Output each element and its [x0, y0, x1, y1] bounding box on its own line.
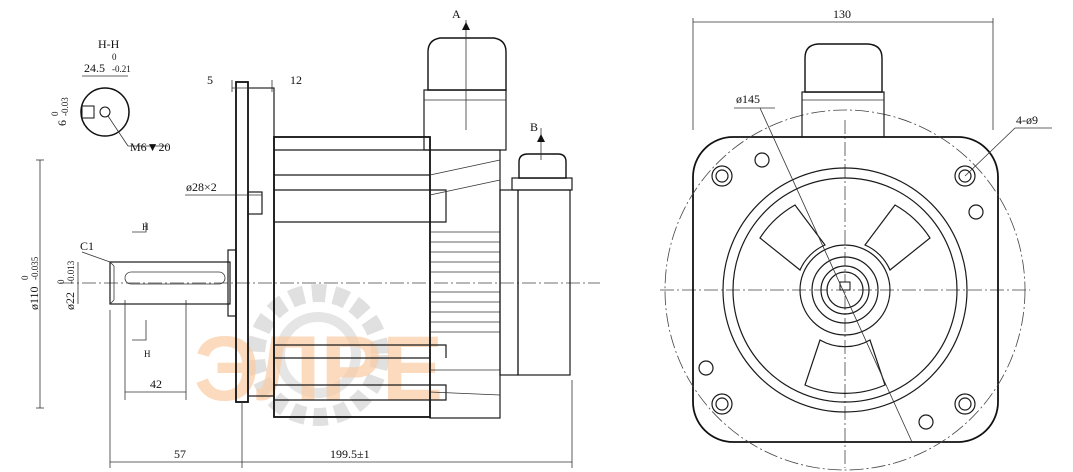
watermark: ЭЛРЕ	[194, 284, 443, 426]
mount-hole-tr	[954, 165, 976, 187]
hole-label: ø28×2	[186, 180, 217, 194]
front-connector-cap	[804, 43, 883, 93]
connector-a-cap	[427, 37, 507, 91]
holes-label: 4-ø9	[1016, 113, 1038, 127]
connector-b	[518, 153, 567, 179]
thread-label: M6▼20	[130, 140, 171, 154]
front-view: 130 ø145 4-ø9	[660, 7, 1052, 471]
view-b-label: B	[530, 120, 538, 134]
dim-42: 42	[150, 377, 162, 391]
front-connector-base	[801, 91, 885, 138]
watermark-text: ЭЛРЕ	[194, 318, 443, 420]
mount-hole-bl	[711, 393, 733, 415]
shaft-tol-bot: -0.013	[66, 260, 76, 284]
pilot-dia: ø110	[27, 286, 41, 310]
shaft-tol-top: 0	[56, 279, 66, 284]
section-mark-bottom: H	[144, 349, 151, 359]
pcd-label: ø145	[736, 92, 760, 106]
mount-hole-br	[954, 393, 976, 415]
chamfer-label: C1	[80, 239, 94, 253]
side-view: A B H H 5 12 ø28×2 C1 ø110 0 -0.035	[20, 7, 600, 468]
key-width: 24.5	[84, 61, 105, 75]
dim-199: 199.5±1	[330, 447, 370, 461]
key-height-tol-top: 0	[50, 111, 60, 116]
shaft-dia: ø22	[63, 292, 77, 310]
key-width-tol-bot: -0.21	[112, 64, 131, 74]
section-mark-top: H	[142, 222, 149, 232]
mount-hole-tl	[711, 165, 733, 187]
key-height: 6	[55, 120, 69, 126]
dim-57: 57	[174, 447, 186, 461]
pilot-tol-bot: -0.035	[30, 256, 40, 280]
view-a-label: A	[452, 7, 461, 21]
pilot-tol-top: 0	[20, 275, 30, 280]
shaft-section	[80, 87, 130, 137]
key-width-tol-top: 0	[112, 52, 117, 62]
dim-5: 5	[207, 73, 213, 87]
section-title: H-H	[98, 37, 120, 51]
connector-a-body	[423, 89, 507, 151]
shaft	[109, 261, 231, 305]
pcd-circle	[664, 109, 1026, 471]
dim-130: 130	[833, 7, 851, 21]
dim-12: 12	[290, 73, 302, 87]
key-height-tol-bot: -0.03	[60, 97, 70, 116]
